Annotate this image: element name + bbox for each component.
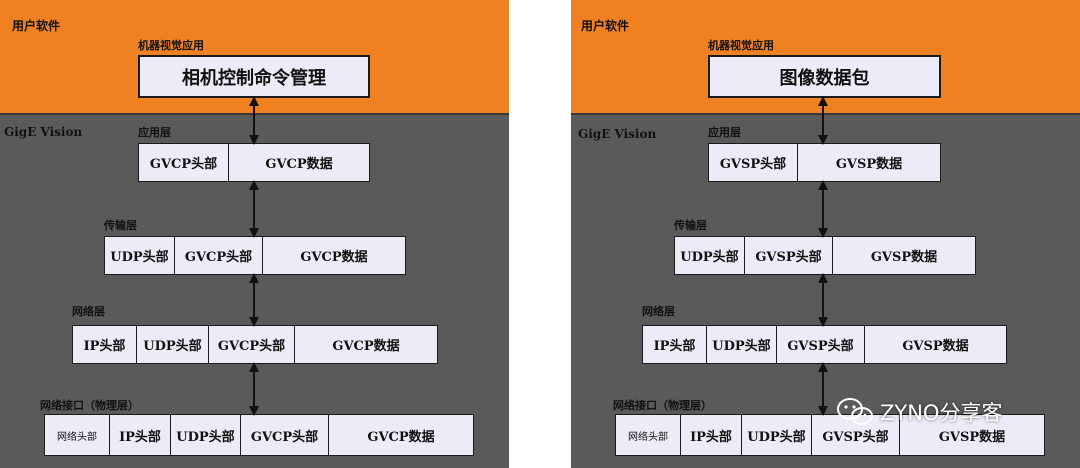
transport-layer-row: UDP头部 GVCP头部 GVCP数据 — [104, 236, 406, 275]
watermark-text: ZYNO分享客 — [880, 401, 1003, 425]
network-layer-label: 网络层 — [642, 305, 675, 318]
user-software-label: 用户软件 — [581, 19, 630, 33]
net-header-cell: 网络头部 — [616, 415, 681, 455]
gvsp-header-cell: GVSP头部 — [812, 415, 900, 455]
gvcp-data-cell: GVCP数据 — [332, 339, 400, 354]
ip-header-cell: IP头部 — [73, 326, 137, 363]
app-layer-label: 应用层 — [138, 126, 171, 139]
app-layer-label: 应用层 — [708, 126, 741, 139]
gvsp-data-cell: GVSP数据 — [835, 157, 903, 172]
app-box: 图像数据包 — [708, 55, 941, 98]
network-layer-row: IP头部 UDP头部 GVSP头部 GVSP数据 — [642, 325, 1007, 364]
gvcp-panel: 用户软件 机器视觉应用 相机控制命令管理 GigE Vision 应用层 GVC… — [0, 0, 509, 468]
app-box: 相机控制命令管理 — [138, 55, 370, 98]
gvsp-data-cell: GVSP数据 — [902, 339, 969, 354]
transport-layer-label: 传输层 — [104, 219, 137, 232]
user-software-label: 用户软件 — [12, 19, 61, 33]
phys-layer-row: 网络头部 IP头部 UDP头部 GVSP头部 GVSP数据 — [615, 414, 1045, 456]
gvcp-data-cell: GVCP数据 — [367, 429, 435, 445]
wechat-icon — [836, 397, 874, 427]
gvcp-header-cell: GVCP头部 — [175, 237, 263, 274]
gvsp-header-cell: GVSP头部 — [745, 237, 833, 274]
gvsp-data-cell: GVSP数据 — [938, 429, 1006, 445]
phys-layer-label: 网络接口（物理层） — [40, 399, 139, 412]
gige-vision-label: GigE Vision — [4, 125, 83, 139]
gvcp-header-cell: GVCP头部 — [209, 326, 295, 363]
gvsp-header-cell: GVSP头部 — [777, 326, 865, 363]
gvcp-header-cell: GVCP头部 — [241, 415, 329, 455]
ip-header-cell: IP头部 — [681, 415, 742, 455]
ip-header-cell: IP头部 — [110, 415, 171, 455]
gvcp-data-cell: GVCP数据 — [300, 250, 368, 265]
app-layer-row: GVSP头部 GVSP数据 — [708, 143, 941, 182]
net-header-cell: 网络头部 — [45, 415, 110, 455]
gige-vision-label: GigE Vision — [578, 127, 657, 141]
transport-layer-row: UDP头部 GVSP头部 GVSP数据 — [674, 236, 976, 275]
gvcp-header-cell: GVCP头部 — [139, 144, 229, 181]
network-layer-label: 网络层 — [72, 305, 105, 318]
udp-header-cell: UDP头部 — [171, 415, 241, 455]
gvcp-data-cell: GVCP数据 — [265, 157, 333, 172]
udp-header-cell: UDP头部 — [742, 415, 812, 455]
machine-vision-app-label: 机器视觉应用 — [138, 39, 204, 52]
phys-layer-label: 网络接口（物理层） — [613, 399, 712, 412]
watermark: ZYNO分享客 — [836, 397, 1002, 427]
phys-layer-row: 网络头部 IP头部 UDP头部 GVCP头部 GVCP数据 — [44, 414, 474, 456]
udp-header-cell: UDP头部 — [707, 326, 777, 363]
gvsp-panel: 用户软件 机器视觉应用 图像数据包 GigE Vision 应用层 GVSP头部… — [571, 0, 1080, 468]
udp-header-cell: UDP头部 — [137, 326, 209, 363]
gvsp-data-cell: GVSP数据 — [870, 250, 938, 265]
ip-header-cell: IP头部 — [643, 326, 707, 363]
udp-header-cell: UDP头部 — [105, 237, 175, 274]
transport-layer-label: 传输层 — [674, 219, 707, 232]
machine-vision-app-label: 机器视觉应用 — [708, 39, 774, 52]
network-layer-row: IP头部 UDP头部 GVCP头部 GVCP数据 — [72, 325, 438, 364]
udp-header-cell: UDP头部 — [675, 237, 745, 274]
gvsp-header-cell: GVSP头部 — [709, 144, 798, 181]
app-layer-row: GVCP头部 GVCP数据 — [138, 143, 370, 182]
